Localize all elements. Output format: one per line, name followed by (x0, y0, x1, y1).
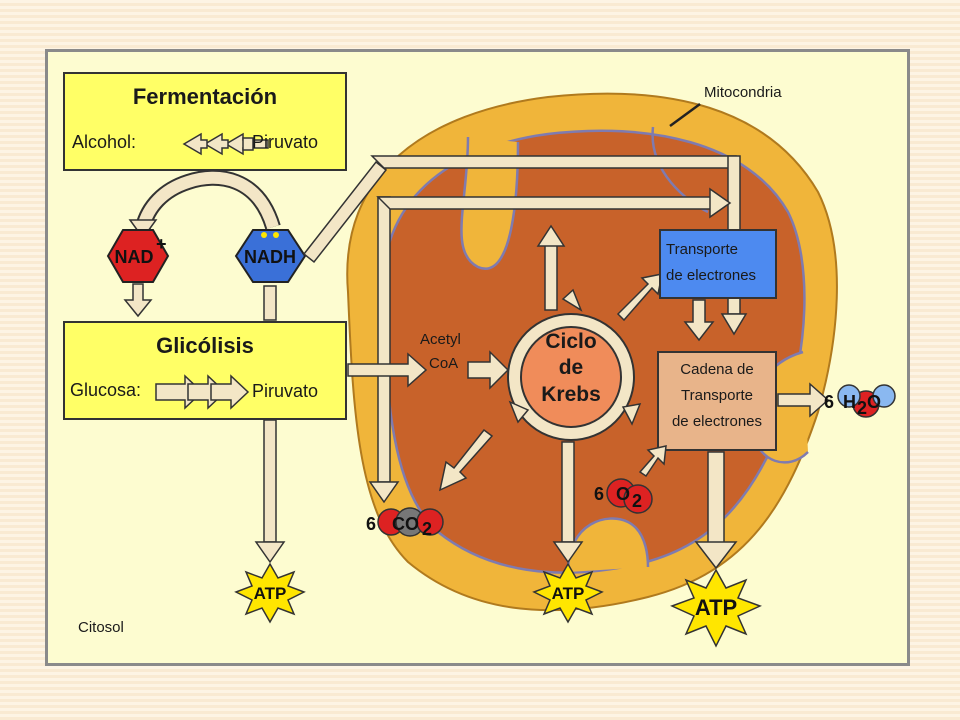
h2o-o: O (867, 392, 881, 412)
krebs-to-co2-arrow (438, 428, 494, 492)
atp-star-middle: ATP (532, 562, 604, 624)
krebs-line-de: de (559, 356, 584, 379)
cadena-line2: Transporte (681, 387, 753, 404)
nad-to-glicolisis-arrow (123, 283, 153, 318)
mitocondria-leader-line (669, 102, 701, 128)
atp-middle-label: ATP (552, 584, 585, 603)
glucosa-label: Glucosa: (70, 380, 141, 400)
nadh-hexagon: NADH (234, 229, 307, 283)
co2-text: CO (392, 514, 419, 534)
citosol-label: Citosol (78, 619, 124, 636)
o2-coefficient: 6 (594, 484, 604, 504)
o2-to-chain-arrow (638, 445, 667, 478)
glicolisis-to-atp-arrow (254, 419, 286, 564)
krebs-line-krebs: Krebs (541, 383, 601, 406)
o2-text: O (616, 484, 630, 504)
piruvato-top-label: Piruvato (252, 132, 318, 152)
co2-coefficient: 6 (366, 514, 376, 534)
o2-subscript: 2 (632, 491, 642, 511)
atp-left-label: ATP (254, 584, 287, 603)
nad-superscript: + (156, 234, 167, 254)
atp-star-right: ATP (670, 568, 762, 648)
fermentation-arrows (182, 132, 269, 156)
alcohol-label: Alcohol: (72, 132, 136, 152)
transporte-line1: Transporte (666, 241, 738, 258)
h2o-molecule: 6 H 2 O (824, 384, 896, 418)
chain-to-atp-arrow (694, 451, 738, 570)
fermentacion-title: Fermentación (133, 84, 277, 109)
h2o-coefficient: 6 (824, 392, 834, 412)
glicolisis-to-nadh-connector (263, 285, 277, 321)
co2-subscript: 2 (422, 519, 432, 539)
piruvato-bottom-label: Piruvato (252, 381, 318, 401)
cellular-respiration-diagram: Mitocondria Fermentación Alcohol: Piruva… (48, 52, 907, 663)
o2-molecule: 6 O 2 (594, 478, 653, 514)
mitocondria-label: Mitocondria (704, 84, 782, 101)
cadena-line1: Cadena de (680, 361, 753, 378)
nad-plus-hexagon: NAD + (106, 229, 170, 283)
atp-star-left: ATP (234, 562, 306, 624)
krebs-line-ciclo: Ciclo (545, 330, 596, 353)
krebs-up-arrow (536, 224, 566, 311)
piruvato-to-acetylcoa-arrow (347, 352, 428, 388)
coa-label: CoA (429, 355, 458, 372)
cadena-line3: de electrones (672, 413, 762, 430)
nadh-label: NADH (244, 247, 296, 267)
krebs-to-atp-arrow (552, 441, 584, 564)
transport-to-chain-arrows (683, 299, 715, 342)
h2o-subscript: 2 (857, 398, 867, 418)
transporte-box: Transporte de electrones (659, 229, 777, 299)
glicolisis-box: Glicólisis Glucosa: Piruvato (63, 321, 347, 420)
glycolysis-arrows (155, 374, 250, 410)
acetyl-label: Acetyl (420, 331, 461, 348)
atp-right-label: ATP (695, 595, 737, 620)
cadena-box: Cadena de Transporte de electrones (657, 351, 777, 451)
diagram-frame: Mitocondria Fermentación Alcohol: Piruva… (45, 49, 910, 666)
co2-molecule: 6 CO 2 (366, 507, 444, 539)
nadh-to-nad-arrow (137, 171, 279, 229)
h2o-h: H (843, 392, 856, 412)
krebs-cycle: Ciclo de Krebs (507, 288, 642, 441)
acetylcoa-to-krebs-arrow (467, 350, 510, 390)
transporte-line2: de electrones (666, 267, 756, 284)
nad-label: NAD (115, 247, 154, 267)
glicolisis-title: Glicólisis (156, 333, 254, 358)
chain-to-h2o-arrow (777, 382, 830, 418)
fermentacion-box: Fermentación Alcohol: Piruvato (63, 72, 347, 171)
co2-release-path (368, 187, 732, 504)
